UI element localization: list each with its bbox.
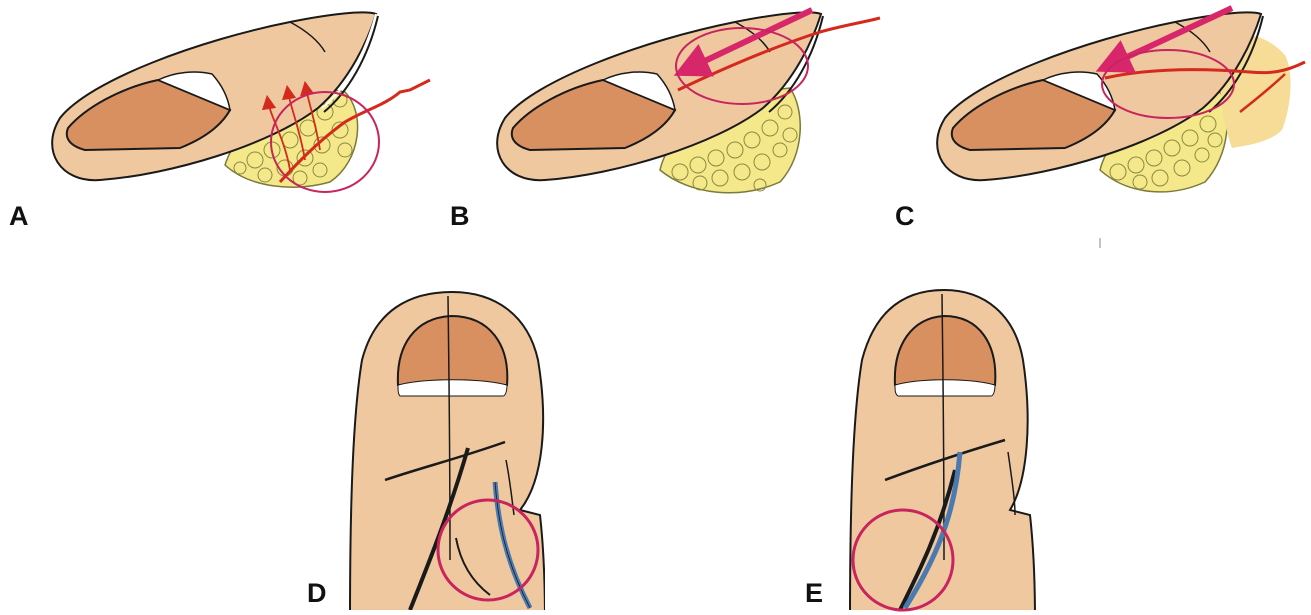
- panel-e-drawing: [850, 290, 1035, 615]
- panel-c-drawing: [937, 8, 1305, 192]
- panel-label-b: B: [450, 203, 470, 230]
- lunula: [398, 380, 507, 396]
- panel-a-drawing: [52, 12, 430, 192]
- lunula: [895, 380, 995, 396]
- panel-label-e: E: [805, 580, 823, 607]
- panel-d-drawing: [350, 292, 545, 615]
- panel-label-a: A: [9, 203, 29, 230]
- panel-label-c: C: [895, 203, 915, 230]
- panel-label-d: D: [307, 580, 327, 607]
- panel-b-drawing: [497, 10, 880, 193]
